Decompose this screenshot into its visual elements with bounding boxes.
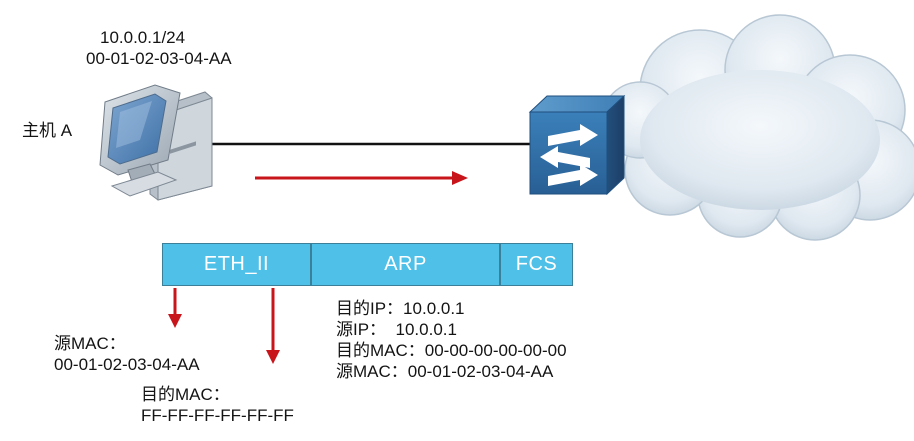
arp-dst-mac: 目的MAC：00-00-00-00-00-00 [336, 341, 567, 360]
direction-arrow-icon [255, 171, 468, 185]
host-name-label: 主机 A [22, 121, 73, 140]
dst-mac-value: FF-FF-FF-FF-FF-FF [141, 406, 294, 425]
cloud-icon [601, 14, 914, 241]
host-ip-label: 10.0.0.1/24 [100, 28, 186, 47]
frame-field-fcs: FCS [500, 243, 573, 286]
arp-src-mac: 源MAC：00-01-02-03-04-AA [336, 362, 554, 381]
arp-dst-ip: 目的IP：10.0.0.1 [336, 299, 465, 318]
down-arrow-icon [266, 288, 280, 364]
frame-field-arp: ARP [311, 243, 500, 286]
switch-icon [528, 94, 626, 196]
src-mac-value: 00-01-02-03-04-AA [54, 355, 200, 374]
host-mac-label: 00-01-02-03-04-AA [86, 49, 232, 68]
down-arrow-icon [168, 288, 182, 328]
frame-field-eth: ETH_II [162, 243, 311, 286]
dst-mac-label: 目的MAC： [141, 385, 230, 404]
computer-icon [99, 84, 213, 201]
arp-src-ip: 源IP： 10.0.0.1 [336, 320, 457, 339]
src-mac-label: 源MAC： [54, 334, 126, 353]
